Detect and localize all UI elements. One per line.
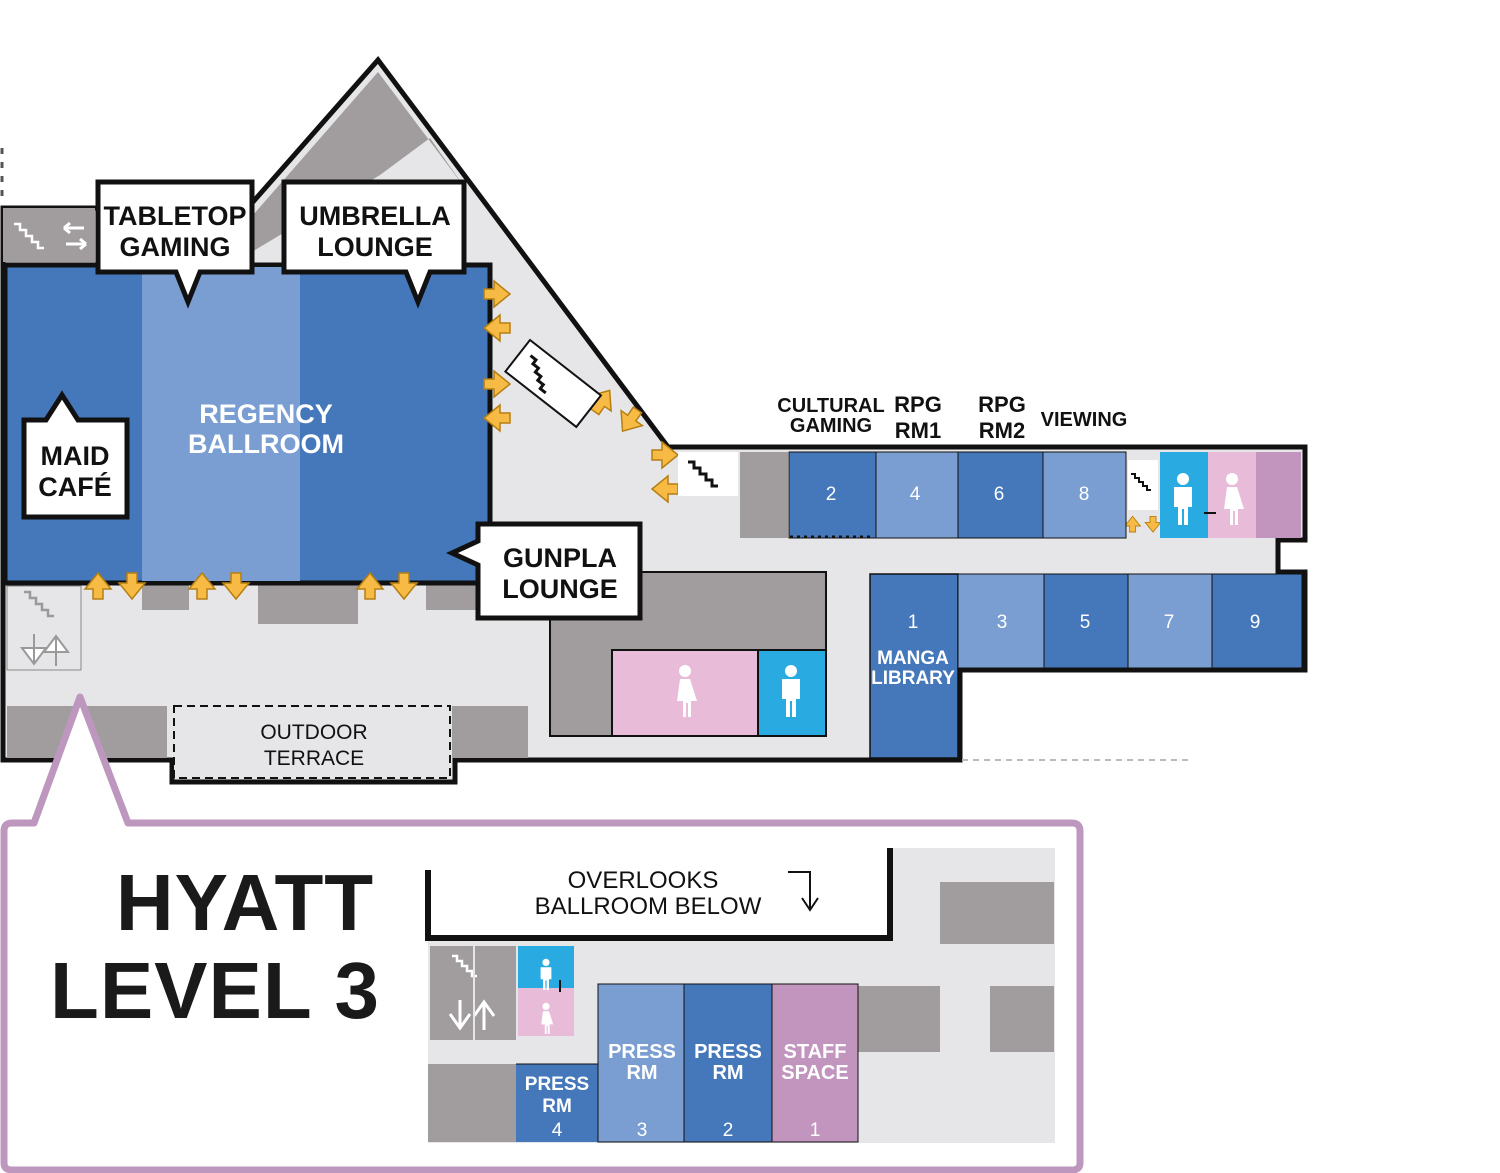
room-9-number: 9 — [1250, 612, 1261, 633]
ballroom-label-1: REGENCY — [199, 399, 333, 429]
room-row-top: 2 4 6 8 — [788, 451, 1301, 539]
room-3-number: 3 — [997, 612, 1008, 633]
manga-library-label-1: MANGA — [877, 648, 949, 669]
stairs-icon — [503, 338, 1158, 510]
tabletop-gaming-callout[interactable]: TABLETOP GAMING — [95, 179, 255, 309]
hyatt-title-line2: LEVEL 3 — [50, 946, 380, 1035]
overlook-label-1: OVERLOOKS — [568, 867, 719, 894]
room-headers: CULTURAL GAMING RPG RM1 RPG RM2 VIEWING — [777, 392, 1127, 443]
press-rm-4-label-1: PRESS — [525, 1074, 589, 1095]
umbrella-lounge-label-1: UMBRELLA — [299, 201, 450, 231]
maid-cafe-label-2: CAFÉ — [38, 471, 112, 502]
rpg-rm2-label-1: RPG — [978, 392, 1026, 417]
gunpla-lounge-label-2: LOUNGE — [502, 574, 618, 604]
press-rm-4-number: 4 — [552, 1120, 563, 1141]
press-rm-3-label-1: PRESS — [608, 1041, 676, 1063]
rpg-rm2-label-2: RM2 — [979, 418, 1025, 443]
overlook-label-2: BALLROOM BELOW — [535, 893, 762, 920]
room-1-number: 1 — [908, 612, 919, 633]
outdoor-terrace-label-2: TERRACE — [264, 747, 364, 770]
room-4-number: 4 — [910, 484, 921, 505]
press-rm-2-label-1: PRESS — [694, 1041, 762, 1063]
staff-space-label-2: SPACE — [781, 1062, 848, 1084]
room-7-number: 7 — [1164, 612, 1175, 633]
room-row-bottom: 1 3 5 7 9 MANGA LIBRARY — [869, 573, 1303, 761]
press-rm-3-label-2: RM — [626, 1062, 657, 1084]
tabletop-gaming-label-2: GAMING — [120, 232, 231, 262]
press-rm-3[interactable]: PRESS RM 3 — [608, 1041, 676, 1141]
press-rm-2-number: 2 — [723, 1120, 734, 1141]
press-rm-4-label-2: RM — [542, 1096, 572, 1117]
stairs-icon — [8, 214, 93, 258]
umbrella-lounge-callout[interactable]: UMBRELLA LOUNGE — [281, 179, 467, 309]
room-8-number: 8 — [1079, 484, 1090, 505]
room-6-number: 6 — [994, 484, 1005, 505]
maid-cafe-label-1: MAID — [41, 441, 110, 471]
rpg-rm1-label-1: RPG — [894, 392, 942, 417]
ballroom-label-2: BALLROOM — [188, 429, 344, 459]
room-2-number: 2 — [826, 484, 837, 505]
escalator-icon — [6, 585, 82, 671]
tabletop-gaming-label-1: TABLETOP — [103, 201, 246, 231]
manga-library-label-2: LIBRARY — [871, 668, 955, 689]
level-3-floorplan — [425, 848, 1055, 1143]
gunpla-lounge-label-1: GUNPLA — [503, 543, 617, 573]
staff-space-label-1: STAFF — [784, 1041, 847, 1063]
press-rm-4[interactable]: PRESS RM 4 — [525, 1074, 589, 1141]
press-rm-2[interactable]: PRESS RM 2 — [694, 1041, 762, 1141]
staff-space-1[interactable]: STAFF SPACE 1 — [781, 1041, 848, 1141]
gunpla-lounge-callout[interactable]: GUNPLA LOUNGE — [446, 521, 643, 621]
umbrella-lounge-label-2: LOUNGE — [317, 232, 433, 262]
room-5-number: 5 — [1080, 612, 1091, 633]
cultural-gaming-label-2: GAMING — [790, 415, 872, 437]
outdoor-terrace-label-1: OUTDOOR — [260, 721, 367, 744]
maid-cafe-callout[interactable]: MAID CAFÉ — [21, 390, 130, 520]
viewing-label: VIEWING — [1041, 409, 1128, 431]
press-rm-3-number: 3 — [637, 1120, 648, 1141]
press-rm-2-label-2: RM — [712, 1062, 743, 1084]
hyatt-title-line1: HYATT — [116, 858, 374, 947]
cultural-gaming-label-1: CULTURAL — [777, 395, 884, 417]
staff-space-number: 1 — [810, 1120, 821, 1141]
rpg-rm1-label-2: RM1 — [895, 418, 941, 443]
